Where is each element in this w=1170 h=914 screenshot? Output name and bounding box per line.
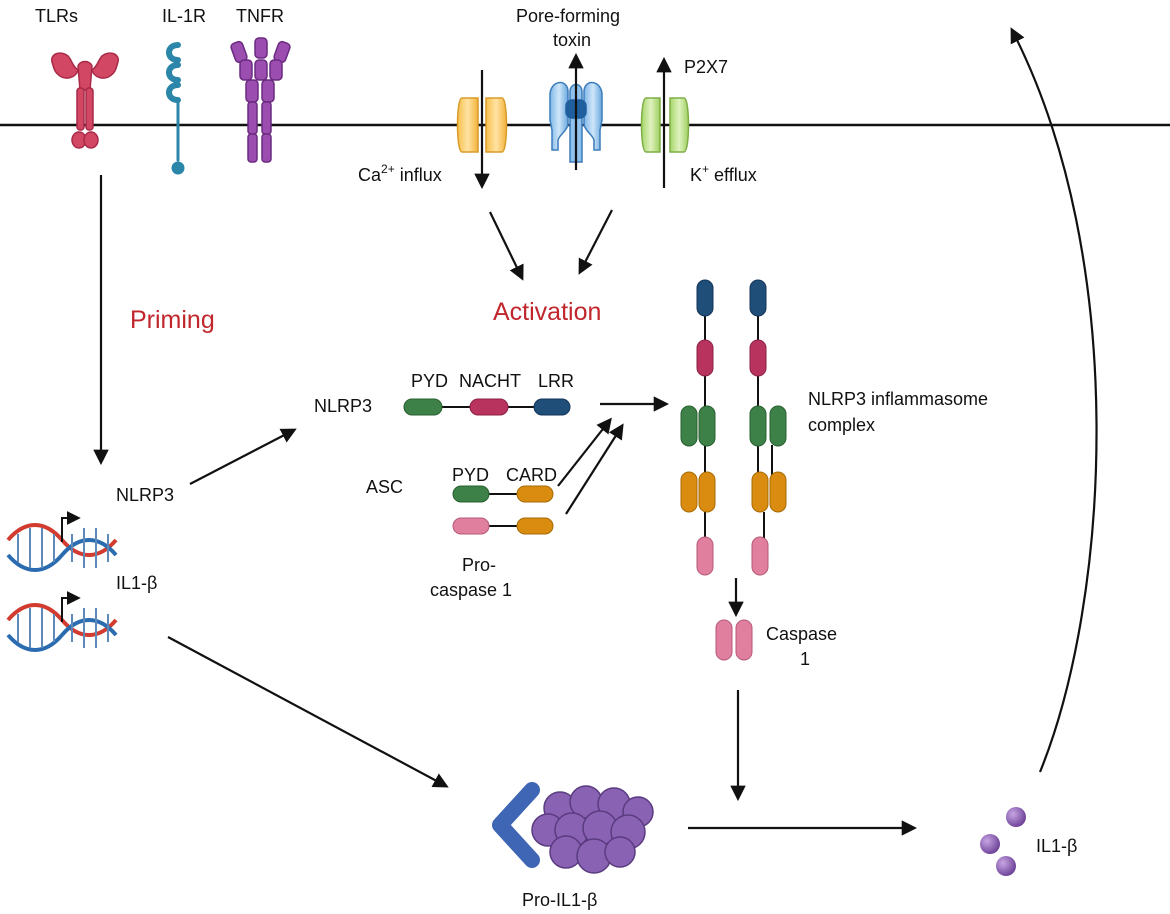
pro-il1b-icon [492,782,654,874]
mature-il1b-label: IL1-β [1036,836,1077,856]
asc-pyd-domain [452,485,490,503]
tlrs-label: TLRs [35,6,78,26]
il1b-gene-dna-icon [6,591,118,652]
il1r-label: IL-1R [162,6,206,26]
priming-label: Priming [130,306,215,334]
asc-card-domain [516,485,554,503]
inflammasome-label-line2: complex [808,415,875,435]
k-to-activation-arrow [578,209,613,275]
p2x7-label: P2X7 [684,57,728,77]
calcium-channel-icon [456,97,508,153]
nlrp3-expression-arrow [189,428,297,485]
asc-card-label: CARD [506,465,557,485]
secretion-arrow [1010,27,1098,773]
nlrp3-protein-label: NLRP3 [314,396,372,416]
pore-forming-toxin-label-line1: Pore-forming [516,6,620,26]
nlrp3-pyd-domain [403,398,443,416]
caspase-1-label-line2: 1 [800,649,810,669]
activation-label: Activation [493,298,601,326]
mature-il1b-icon [980,807,1026,876]
il1r-receptor-icon [166,42,185,175]
ca-to-activation-arrow [489,211,524,281]
asc-to-complex-arrow [557,417,612,487]
pro-il1b-label: Pro-IL1-β [522,890,597,910]
nlrp3-lrr-domain [533,398,571,416]
caspase-1-icon [715,619,753,661]
il1b-gene-label: IL1-β [116,573,157,593]
nlrp3-pyd-label: PYD [411,371,448,391]
procaspase-caspase-domain [452,517,490,535]
nlrp3-inflammasome-complex-icon [680,279,787,576]
nlrp3-nacht-label: NACHT [459,371,521,391]
procaspase-to-complex-arrow [565,423,624,515]
p2x7-channel-icon [640,97,690,153]
tlr-receptor-icon [51,52,119,149]
pore-forming-toxin-icon [549,81,603,163]
nlrp3-gene-dna-icon [6,511,118,572]
il1b-expression-arrow [167,636,449,788]
inflammasome-label-line1: NLRP3 inflammasome [808,389,988,409]
nlrp3-nacht-domain [469,398,509,416]
procaspase-label-line2: caspase 1 [430,580,512,600]
procaspase-label-line1: Pro- [462,555,496,575]
caspase-1-label-line1: Caspase [766,624,837,644]
nlrp3-lrr-label: LRR [538,371,574,391]
procaspase-card-domain [516,517,554,535]
ca-influx-label: Ca2+ influx [358,162,442,185]
asc-pyd-label: PYD [452,465,489,485]
asc-label: ASC [366,477,403,497]
k-efflux-label: K+ efflux [690,162,757,185]
tnfr-label: TNFR [236,6,284,26]
pore-forming-toxin-label-line2: toxin [553,30,591,50]
nlrp3-gene-label: NLRP3 [116,485,174,505]
tnfr-receptor-icon [230,37,291,163]
